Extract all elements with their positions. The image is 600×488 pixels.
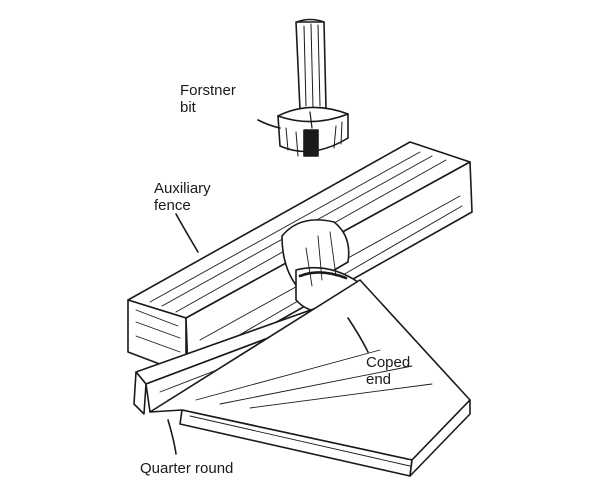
coped-end-label: Coped end [366, 354, 410, 388]
forstner-leader [257, 119, 281, 129]
forstner-bit-drawing [277, 18, 349, 157]
coped-end-label-line2: end [366, 371, 392, 388]
forstner-label-line2: bit [180, 99, 196, 116]
forstner-label-line1: Forstner [180, 82, 236, 99]
quarter-round-label: Quarter round [140, 460, 233, 477]
auxiliary-fence-label-line1: Auxiliary [154, 180, 211, 197]
base-board-drawing [149, 279, 471, 477]
auxiliary-fence-label-line2: fence [154, 197, 191, 214]
coped-hole-drawing [281, 219, 360, 314]
quarter-round-label-text: Quarter round [140, 460, 234, 477]
quarter-round-leader [167, 419, 177, 455]
auxiliary-leader [175, 213, 199, 253]
coped-end-label-line1: Coped [366, 354, 411, 371]
forstner-label: Forstner bit [180, 82, 236, 116]
auxiliary-fence-label: Auxiliary fence [154, 180, 211, 214]
coped-leader [347, 317, 369, 353]
